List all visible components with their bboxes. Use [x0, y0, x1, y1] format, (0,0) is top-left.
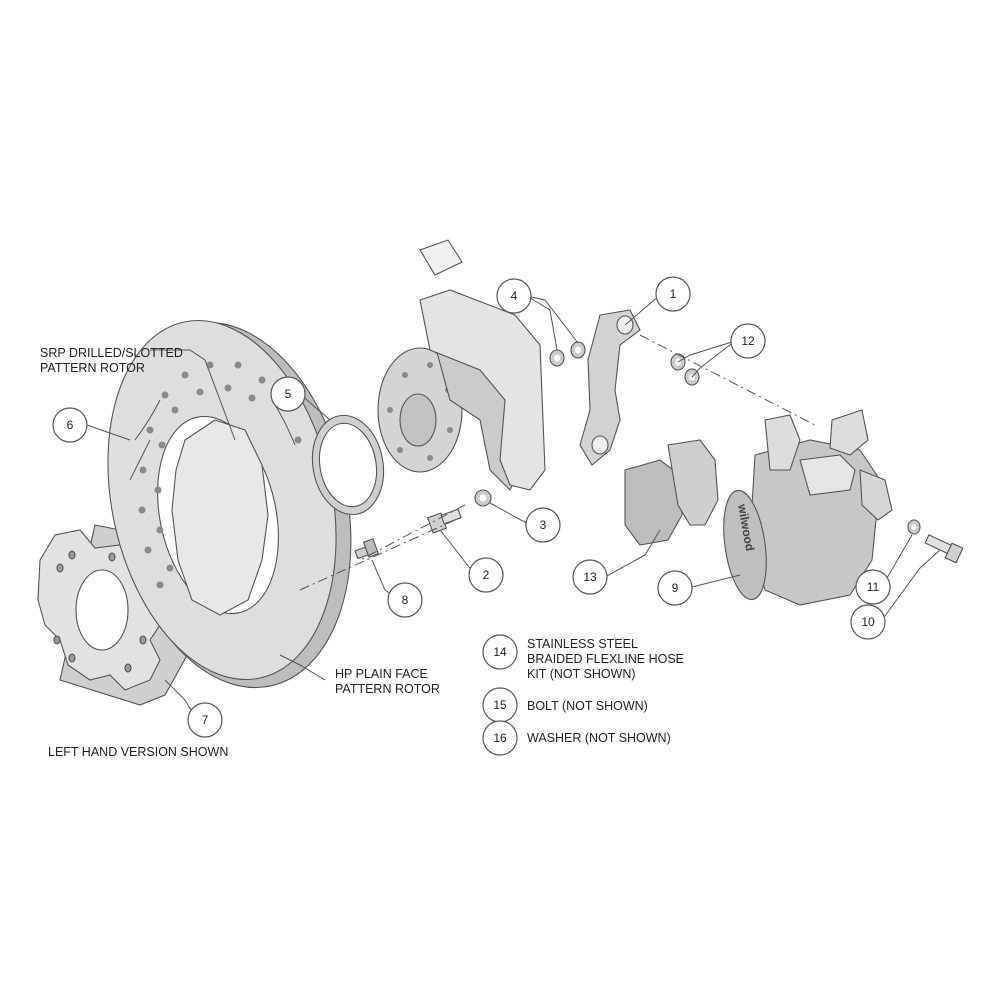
callout-10: 10 — [850, 604, 886, 640]
callout-11: 11 — [855, 569, 891, 605]
svg-text:PATTERN ROTOR: PATTERN ROTOR — [335, 682, 440, 696]
svg-text:BOLT (NOT SHOWN): BOLT (NOT SHOWN) — [527, 699, 648, 713]
note-16: 16 WASHER (NOT SHOWN) — [482, 720, 671, 756]
svg-text:SRP DRILLED/SLOTTED: SRP DRILLED/SLOTTED — [40, 346, 183, 360]
washer-4a — [549, 349, 565, 367]
svg-text:STAINLESS STEEL: STAINLESS STEEL — [527, 637, 638, 651]
mounting-plate — [419, 239, 546, 491]
svg-text:16: 16 — [493, 731, 507, 745]
callout-8: 8 — [387, 582, 423, 618]
svg-text:8: 8 — [402, 593, 409, 607]
centerline-1 — [639, 334, 816, 426]
washer-4b — [570, 341, 586, 359]
callout-9: 9 — [657, 570, 693, 606]
washer-3 — [474, 489, 492, 507]
hp-rotor-label: HP PLAIN FACE PATTERN ROTOR — [335, 667, 440, 696]
rotor-drill-holes — [138, 361, 302, 589]
svg-text:5: 5 — [285, 387, 292, 401]
callout-13: 13 — [572, 559, 608, 595]
note-15: 15 BOLT (NOT SHOWN) — [482, 687, 648, 723]
svg-text:12: 12 — [741, 334, 755, 348]
svg-text:7: 7 — [202, 713, 209, 727]
svg-text:2: 2 — [483, 568, 490, 582]
svg-text:4: 4 — [511, 289, 518, 303]
note-14: 14 STAINLESS STEEL BRAIDED FLEXLINE HOSE… — [482, 634, 684, 681]
callout-2: 2 — [468, 557, 504, 593]
callout-7: 7 — [187, 702, 223, 738]
washer-11 — [907, 519, 921, 535]
svg-text:1: 1 — [670, 287, 677, 301]
callout-6: 6 — [52, 407, 88, 443]
rotor — [107, 319, 352, 689]
centerline-3 — [299, 519, 456, 591]
caliper-bracket — [579, 309, 641, 466]
svg-text:10: 10 — [861, 615, 875, 629]
bolt-10 — [924, 534, 964, 564]
left-hand-version-note: LEFT HAND VERSION SHOWN — [48, 745, 228, 759]
svg-text:14: 14 — [493, 645, 507, 659]
callout-3: 3 — [525, 507, 561, 543]
caliper: wilwood — [723, 409, 893, 606]
svg-text:WASHER (NOT SHOWN): WASHER (NOT SHOWN) — [527, 731, 671, 745]
svg-text:6: 6 — [67, 418, 74, 432]
callout-5: 5 — [270, 376, 306, 412]
svg-text:9: 9 — [672, 581, 679, 595]
svg-text:11: 11 — [867, 580, 880, 594]
svg-text:BRAIDED FLEXLINE HOSE: BRAIDED FLEXLINE HOSE — [527, 652, 684, 666]
rotor-bolt — [354, 538, 380, 560]
svg-text:PATTERN ROTOR: PATTERN ROTOR — [40, 361, 145, 375]
seal-ring — [311, 414, 385, 516]
srp-rotor-label: SRP DRILLED/SLOTTED PATTERN ROTOR — [40, 346, 183, 375]
svg-text:13: 13 — [583, 570, 597, 584]
svg-text:3: 3 — [540, 518, 547, 532]
svg-text:15: 15 — [493, 698, 507, 712]
brake-pads — [624, 439, 719, 546]
callout-1: 1 — [655, 276, 691, 312]
callout-4: 4 — [496, 278, 532, 314]
callout-12: 12 — [730, 323, 766, 359]
svg-text:KIT (NOT SHOWN): KIT (NOT SHOWN) — [527, 667, 636, 681]
bolt-2 — [426, 508, 462, 534]
svg-text:HP PLAIN FACE: HP PLAIN FACE — [335, 667, 428, 681]
